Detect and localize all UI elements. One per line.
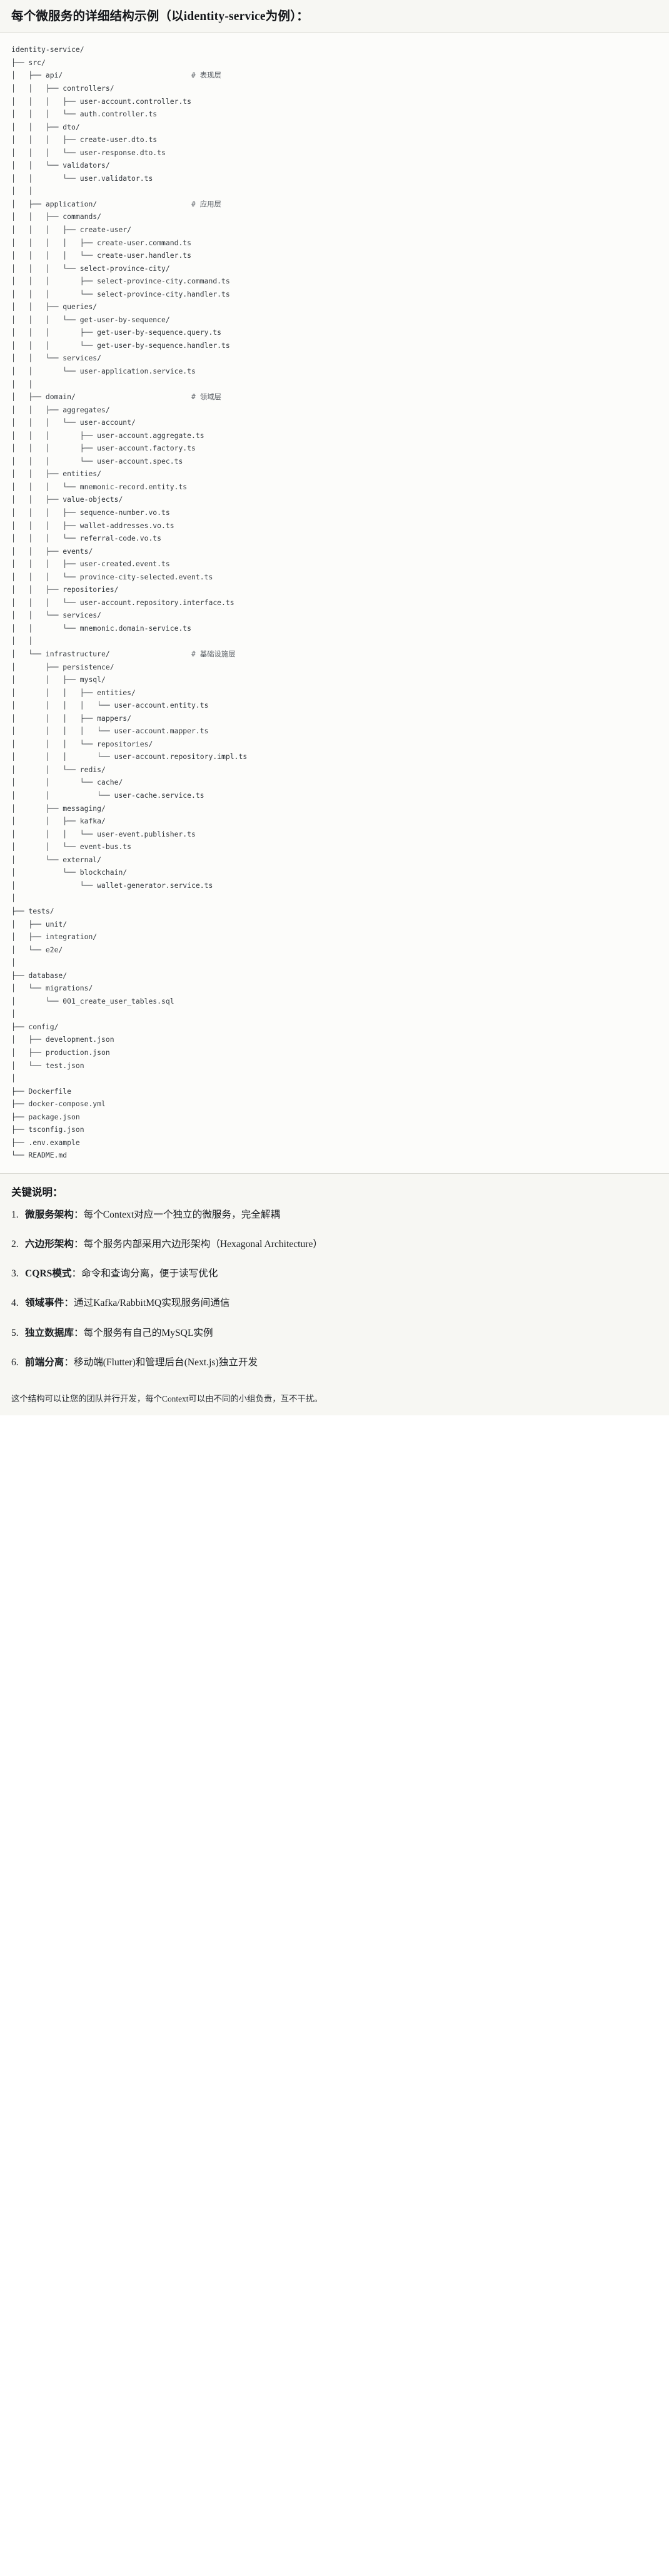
key-point-description: 移动端(Flutter)和管理后台(Next.js)独立开发 [74, 1357, 258, 1368]
key-point-description: 每个服务有自己的MySQL实例 [83, 1327, 213, 1338]
key-points-title: 关键说明： [11, 1186, 63, 1198]
key-point-separator: ： [71, 1268, 82, 1280]
list-item: 微服务架构：每个Context对应一个独立的微服务，完全解耦 [11, 1208, 658, 1223]
list-item: 领域事件：通过Kafka/RabbitMQ实现服务间通信 [11, 1296, 658, 1311]
directory-tree-block: identity-service/ ├── src/ │ ├── api/ # … [0, 33, 669, 1174]
directory-tree: identity-service/ ├── src/ │ ├── api/ # … [11, 45, 248, 1160]
key-point-term: 微服务架构 [25, 1209, 74, 1220]
key-point-term: 六边形架构 [25, 1239, 74, 1250]
key-point-separator: ： [73, 1239, 84, 1250]
key-points-section: 关键说明： 微服务架构：每个Context对应一个独立的微服务，完全解耦 六边形… [0, 1173, 669, 1392]
footer-note: 这个结构可以让您的团队并行开发，每个Context可以由不同的小组负责，互不干扰… [0, 1392, 669, 1416]
key-point-description: 通过Kafka/RabbitMQ实现服务间通信 [74, 1298, 230, 1309]
list-item: CQRS模式：命令和查询分离，便于读写优化 [11, 1266, 658, 1281]
key-point-separator: ： [73, 1209, 84, 1220]
list-item: 前端分离：移动端(Flutter)和管理后台(Next.js)独立开发 [11, 1355, 658, 1370]
key-point-separator: ： [64, 1357, 74, 1368]
list-item: 独立数据库：每个服务有自己的MySQL实例 [11, 1326, 658, 1341]
key-point-description: 每个Context对应一个独立的微服务，完全解耦 [83, 1209, 281, 1220]
document-page: 每个微服务的详细结构示例（以identity-service为例）： ident… [0, 0, 669, 1415]
document-header: 每个微服务的详细结构示例（以identity-service为例）： [0, 0, 669, 34]
key-point-term: 领域事件 [25, 1298, 64, 1309]
key-points-list: 微服务架构：每个Context对应一个独立的微服务，完全解耦 六边形架构：每个服… [11, 1208, 658, 1370]
key-point-separator: ： [73, 1327, 84, 1338]
page-title: 每个微服务的详细结构示例（以identity-service为例）： [11, 10, 309, 23]
key-point-description: 命令和查询分离，便于读写优化 [81, 1268, 218, 1280]
key-point-term: 独立数据库 [25, 1327, 74, 1338]
key-point-term: 前端分离 [25, 1357, 64, 1368]
list-item: 六边形架构：每个服务内部采用六边形架构（Hexagonal Architectu… [11, 1237, 658, 1252]
key-point-separator: ： [64, 1298, 74, 1309]
key-point-description: 每个服务内部采用六边形架构（Hexagonal Architecture） [83, 1239, 323, 1250]
key-point-term: CQRS模式 [25, 1268, 72, 1280]
